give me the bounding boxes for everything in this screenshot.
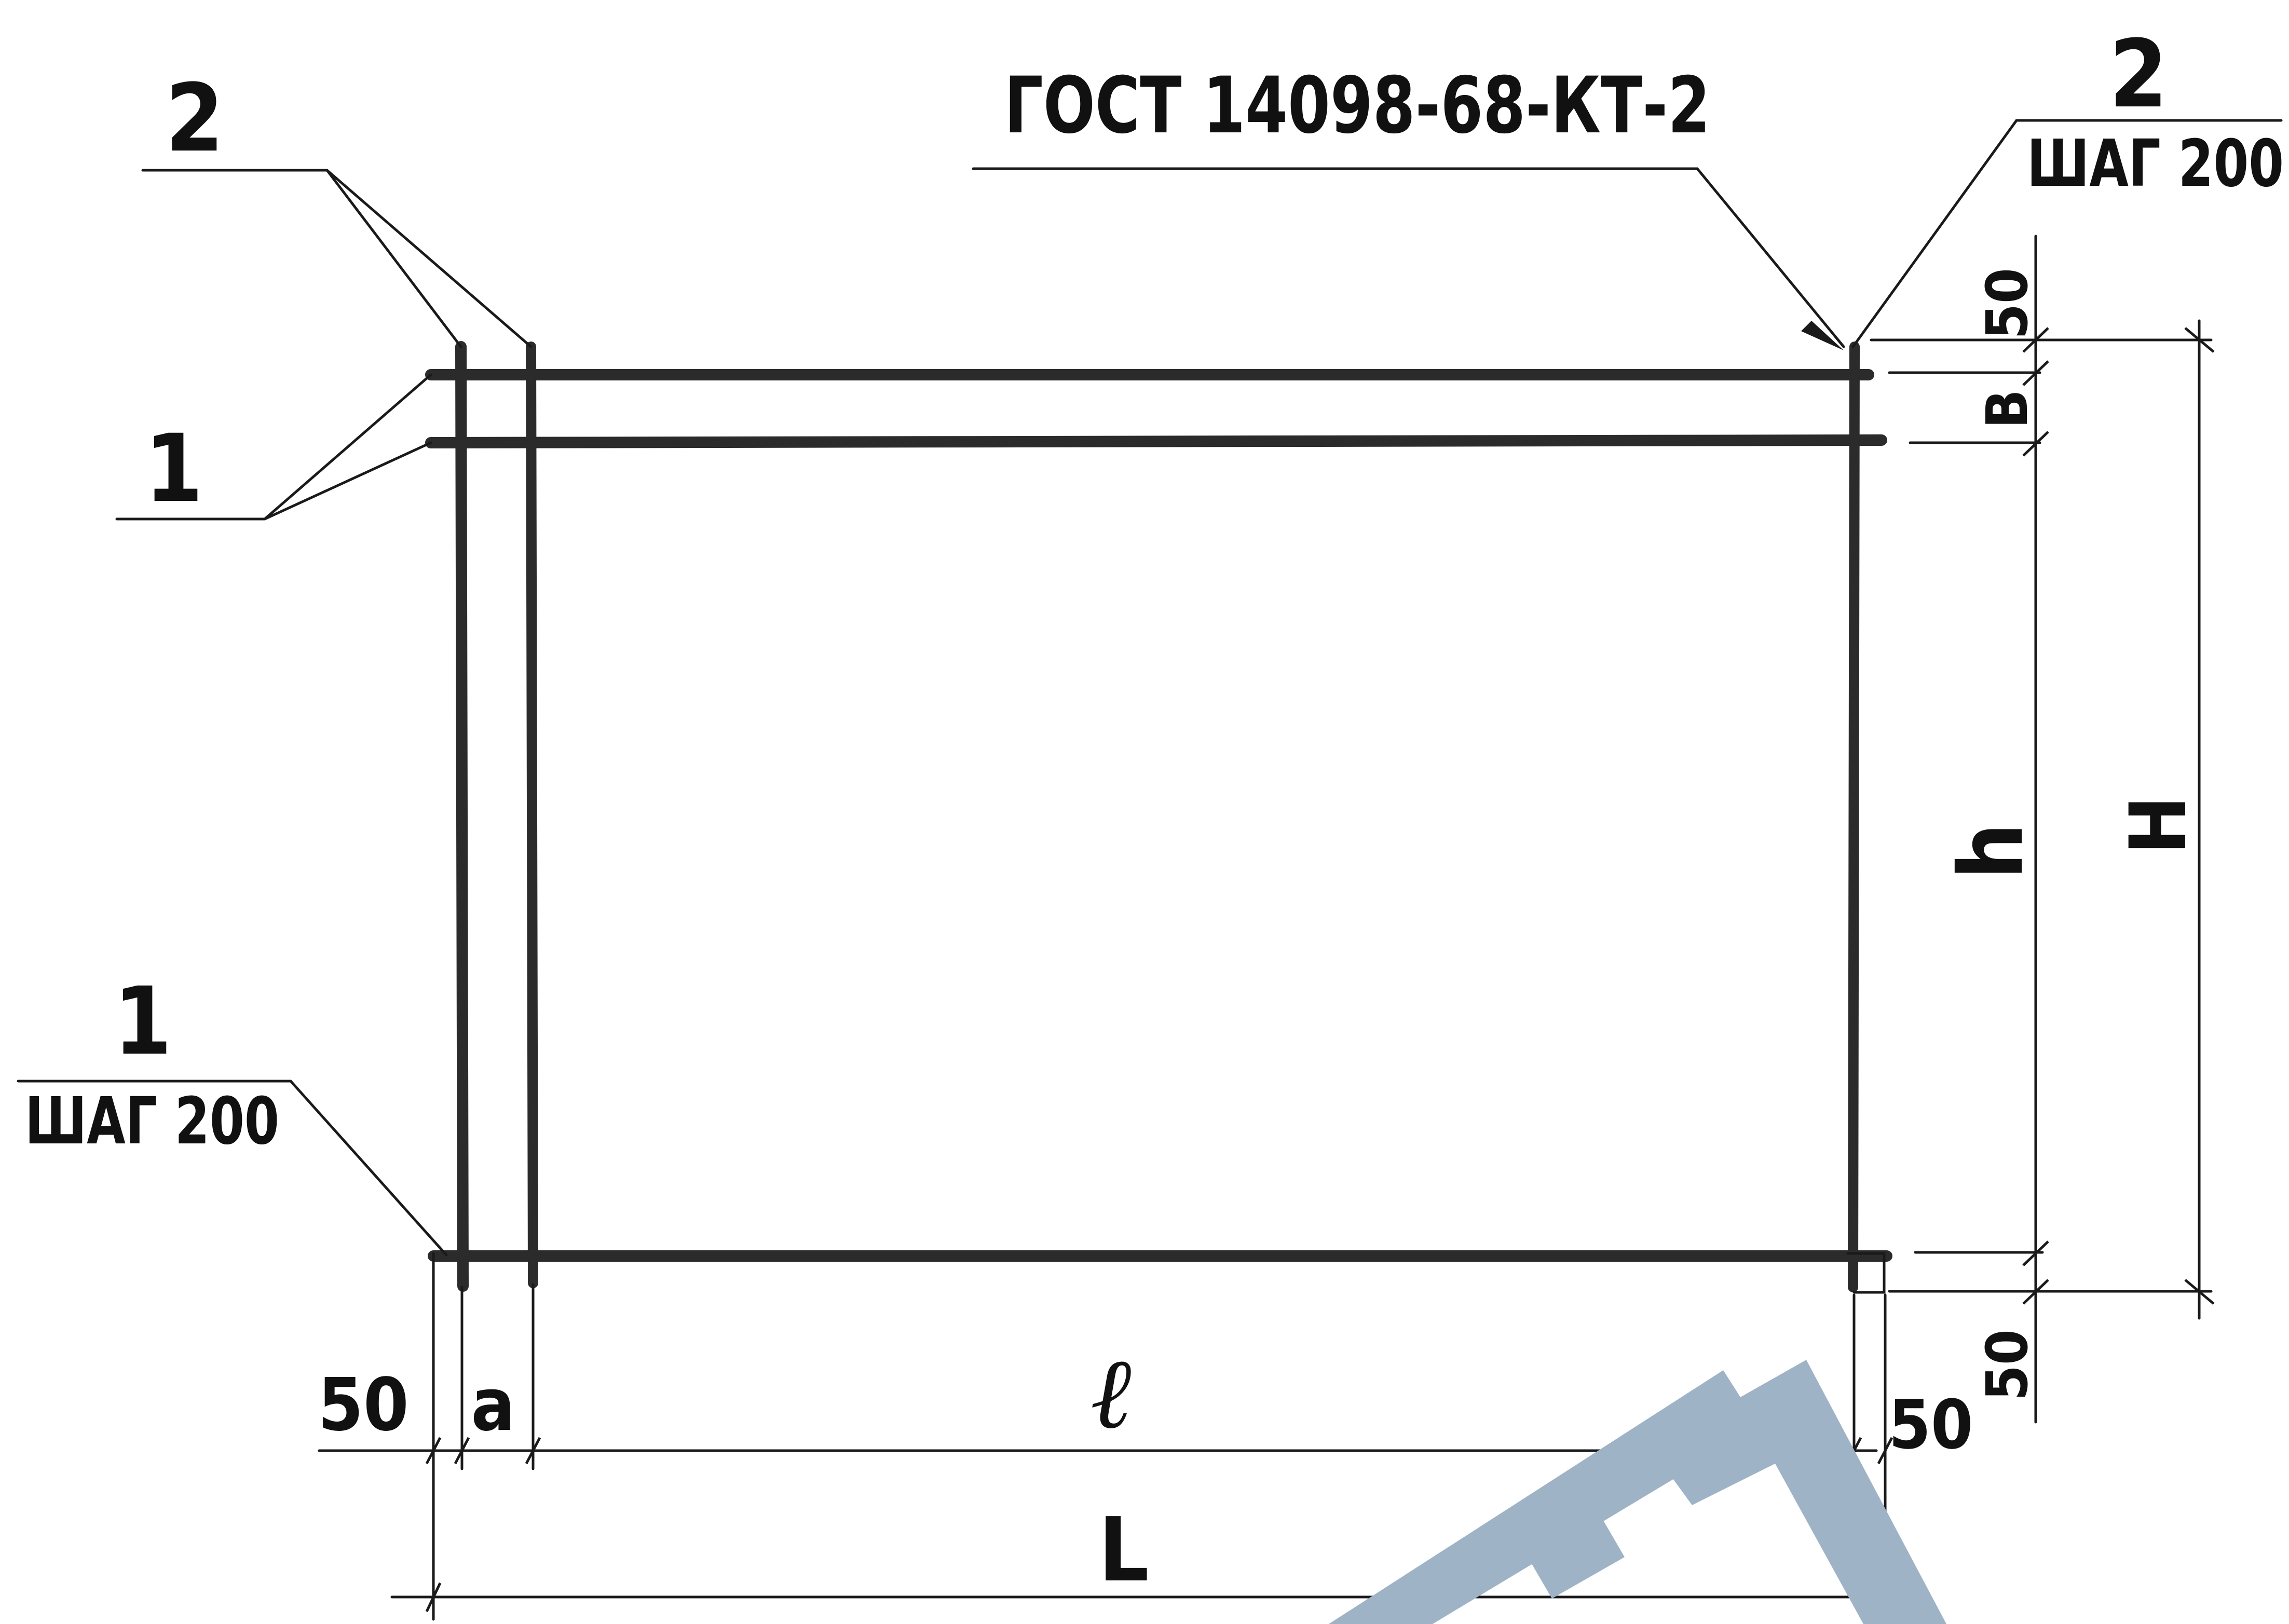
tick-outer-1 — [2184, 327, 2215, 353]
dim-bottom-offset: 50 — [1974, 1329, 2040, 1401]
tick-inner-5 — [2022, 1279, 2049, 1305]
watermark-shape-1 — [1329, 1370, 1760, 1624]
left-bottom-mark: 1 — [114, 967, 172, 1076]
leader-left-bars-branch — [263, 441, 432, 521]
mesh-bars — [425, 341, 1892, 1294]
dimension-labels: 50 В h H 50 50 a ℓ L 50 — [318, 268, 2204, 1602]
leader-right-top — [1851, 119, 2283, 348]
dim-inner-height: h — [1940, 823, 2043, 880]
left-bar-inner — [526, 342, 538, 1288]
tick-inner-2 — [2022, 360, 2049, 386]
top-bar-2 — [425, 434, 1887, 448]
callout-labels: ГОСТ 14098-68-КТ-2 2 1 2 ШАГ 200 1 ШАГ 2… — [25, 20, 2284, 1159]
tick-inner-4 — [2022, 1240, 2049, 1266]
dim-bar-spacing-a: a — [471, 1363, 515, 1448]
dim-inner-length: ℓ — [1090, 1336, 1131, 1451]
left-bar-mark: 1 — [145, 415, 203, 523]
dim-total-height: H — [2114, 796, 2204, 855]
leader-left-top — [141, 169, 462, 348]
left-bar-outer — [455, 341, 469, 1292]
tick-inner-3 — [2022, 431, 2049, 457]
right-top-step: ШАГ 200 — [2027, 126, 2284, 201]
leader-left-top-branch — [325, 169, 533, 348]
gost-label: ГОСТ 14098-68-КТ-2 — [1004, 61, 1710, 151]
dim-total-length: L — [1098, 1499, 1149, 1602]
left-bottom-step: ШАГ 200 — [25, 1084, 279, 1159]
tick-h-5 — [1877, 1437, 1893, 1465]
tick-inner-1 — [2022, 327, 2049, 353]
tick-h-1 — [425, 1437, 442, 1465]
vertical-dimensions — [1870, 235, 2215, 1424]
dim-right-offset: 50 — [1889, 1385, 1973, 1464]
tick-L-1 — [425, 1582, 442, 1613]
watermark — [1329, 1360, 1946, 1624]
right-top-mark: 2 — [2109, 20, 2168, 129]
left-top-mark: 2 — [166, 64, 224, 173]
dim-left-offset: 50 — [318, 1363, 408, 1448]
leader-gost — [972, 167, 1845, 348]
tick-h-2 — [454, 1437, 470, 1465]
right-bar — [1848, 342, 1860, 1292]
leader-left-bottom — [17, 1080, 448, 1257]
dim-bar-spacing-b: В — [1974, 389, 2040, 428]
watermark-shape-2 — [1651, 1360, 1946, 1624]
leader-lines — [17, 119, 2283, 1257]
dim-top-offset: 50 — [1974, 268, 2040, 339]
tick-outer-2 — [2184, 1279, 2215, 1305]
tick-h-3 — [525, 1437, 541, 1465]
watermark-shape-3 — [1516, 1495, 1625, 1599]
bottom-right-end — [1846, 1252, 1886, 1294]
leader-gost-arrow — [1801, 321, 1844, 350]
